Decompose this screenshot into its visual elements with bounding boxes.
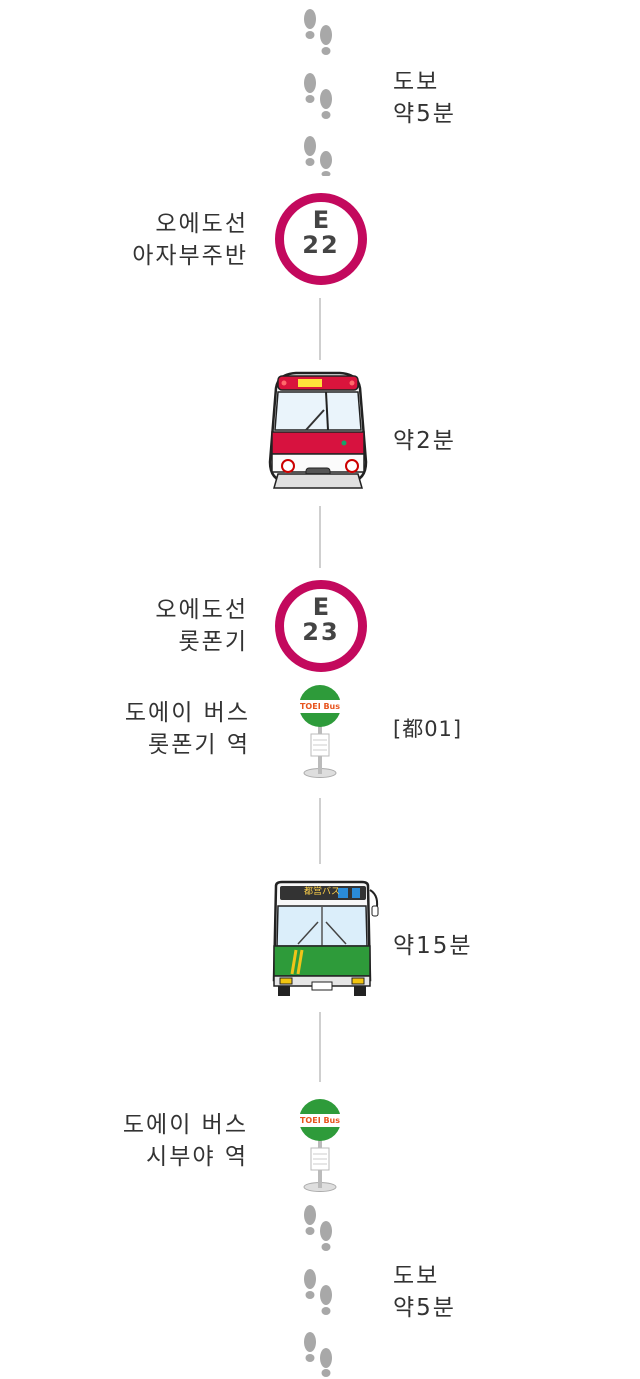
bus-sign-text: TOEI Bus: [299, 702, 341, 711]
walk-duration: 약5분: [393, 101, 456, 127]
station-1-label: 오에도선 아자부주반: [132, 208, 248, 272]
footprint-icon: [304, 1205, 332, 1377]
bus-operator: 도에이 버스: [124, 700, 250, 726]
bus-duration: 약15분: [393, 933, 473, 959]
walk-mode: 도보: [393, 1263, 440, 1289]
bus-operator: 도에이 버스: [122, 1112, 248, 1138]
bus-stop-name: 시부야 역: [146, 1144, 248, 1170]
badge-line-letter: E: [312, 206, 330, 234]
station-2-label: 오에도선 롯폰기: [155, 594, 248, 658]
footprint-icon: [304, 9, 332, 176]
bus-stop-name: 롯폰기 역: [148, 732, 250, 758]
bus-stop-2-label: 도에이 버스 시부야 역: [123, 1109, 248, 1173]
route-connector: [319, 506, 321, 568]
train-duration: 약2분: [393, 428, 456, 454]
route-connector: [319, 298, 321, 360]
subway-train-icon: [266, 370, 370, 496]
walk-bottom-label: 도보 약5분: [393, 1260, 456, 1324]
badge-line-letter: E: [312, 593, 330, 621]
badge-station-number: 22: [302, 231, 340, 259]
bus-stop-1-label: 도에이 버스 롯폰기 역: [125, 697, 250, 761]
walk-top-label: 도보 약5분: [393, 66, 456, 130]
station-name: 롯폰기: [178, 629, 248, 655]
footsteps-bottom: [298, 1200, 342, 1378]
route-connector: [319, 798, 321, 864]
walk-duration: 약5분: [393, 1295, 456, 1321]
bus-stop-sign-icon: TOEI Bus: [297, 1098, 343, 1194]
station-badge-e22: E 22: [275, 193, 367, 285]
walk-mode: 도보: [393, 69, 440, 95]
bus-sign-text: TOEI Bus: [299, 1116, 341, 1125]
bus-stop-sign-icon: TOEI Bus: [297, 684, 343, 780]
station-badge-e23: E 23: [275, 580, 367, 672]
station-name: 아자부주반: [132, 243, 248, 269]
footsteps-top: [298, 4, 342, 176]
bus-route-number: [都01]: [393, 717, 463, 741]
station-line-name: 오에도선: [155, 211, 248, 237]
station-line-name: 오에도선: [155, 597, 248, 623]
bus-destination-display: 都営バス: [303, 887, 340, 897]
city-bus-icon: 都営バス: [268, 880, 382, 998]
route-connector: [319, 1012, 321, 1082]
badge-station-number: 23: [302, 618, 340, 646]
